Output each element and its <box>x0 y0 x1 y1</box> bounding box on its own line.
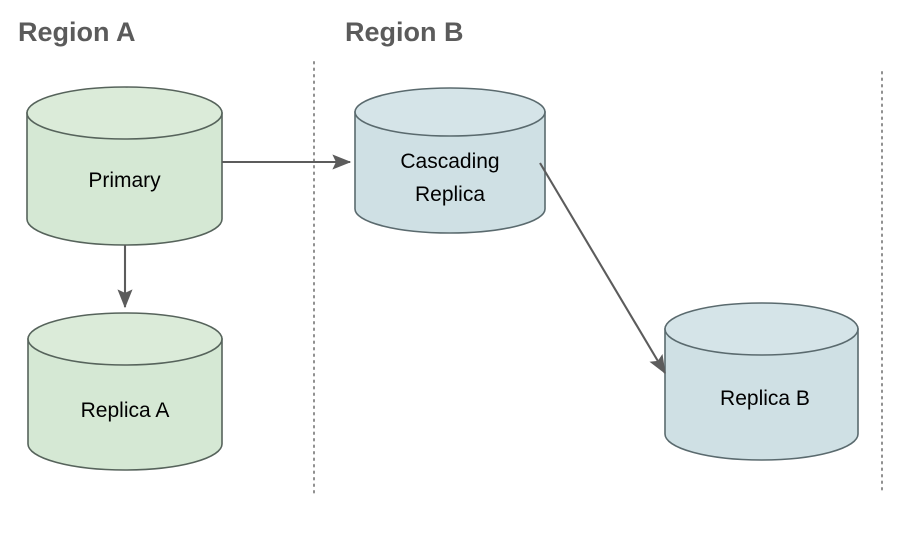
cascading-replica-cylinder-top <box>354 87 546 137</box>
primary-cylinder-top <box>26 86 223 140</box>
replica-a-cylinder-top <box>27 312 223 366</box>
node-cascading-replica[interactable]: Cascading Replica <box>354 87 546 234</box>
cascading-replica-label-line2: Replica <box>415 183 485 206</box>
node-replica-b[interactable]: Replica B <box>664 302 859 461</box>
replica-a-label: Replica A <box>81 399 170 422</box>
node-replica-a[interactable]: Replica A <box>27 312 223 471</box>
replica-b-cylinder-body <box>664 328 859 461</box>
replica-b-label: Replica B <box>720 387 810 410</box>
edge-cascading-replica-to-replica-b[interactable] <box>539 162 666 375</box>
node-primary[interactable]: Primary <box>26 86 223 246</box>
primary-label: Primary <box>88 169 161 192</box>
replica-a-cylinder-body <box>27 338 223 471</box>
region-a-title: Region A <box>18 17 136 47</box>
primary-cylinder-body <box>26 112 223 246</box>
cascading-replica-label-line1: Cascading <box>400 150 499 173</box>
cascading-replica-cylinder-body <box>354 111 546 234</box>
replica-b-cylinder-top <box>664 302 859 356</box>
region-b-title: Region B <box>345 17 464 47</box>
